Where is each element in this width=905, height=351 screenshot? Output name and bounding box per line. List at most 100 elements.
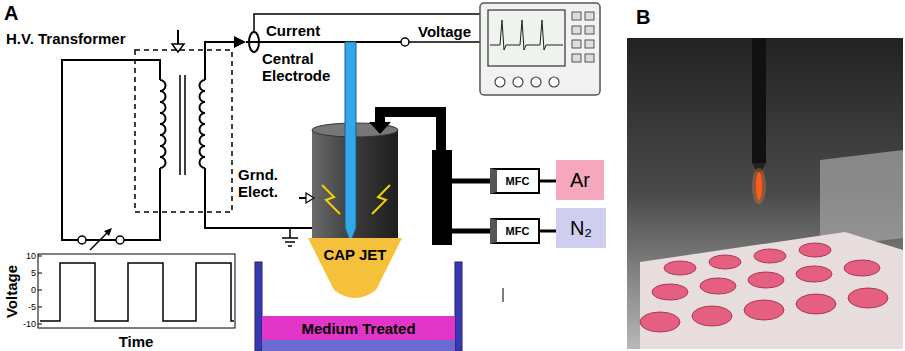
- mfc-box: MFC: [490, 168, 540, 194]
- oscilloscope-inputs: [495, 77, 559, 87]
- gas-feed-line: [452, 181, 490, 231]
- well: [652, 284, 688, 300]
- gas-arrowhead: [369, 122, 391, 134]
- pointer-arrow: [299, 197, 306, 199]
- axis-tick-label: -10: [23, 319, 36, 329]
- button: [585, 40, 594, 48]
- button: [585, 26, 594, 34]
- plot-frame: [38, 254, 235, 328]
- plate-lid: [820, 150, 903, 248]
- well: [796, 294, 836, 314]
- voltage-signal-wire: [409, 41, 480, 43]
- well: [640, 312, 680, 332]
- oscilloscope: [480, 3, 600, 95]
- well: [748, 272, 784, 288]
- axis-ticks: [38, 256, 42, 324]
- axis-title: Voltage: [4, 264, 21, 317]
- panel-letter: A: [4, 2, 18, 24]
- well: [799, 243, 831, 257]
- component-label: Grnd. Elect.: [238, 166, 296, 200]
- central-electrode: [345, 42, 356, 242]
- transformer-box: [135, 50, 232, 212]
- dish-wall: [255, 262, 262, 351]
- well: [844, 260, 880, 276]
- node-text: Ar: [570, 169, 590, 192]
- primary-coil: [160, 80, 166, 168]
- button: [572, 40, 581, 48]
- well: [664, 261, 696, 275]
- discharge-bolt: [372, 185, 390, 214]
- gas-cylinder-box: N₂: [556, 208, 606, 248]
- variable-resistor-arrowhead: [104, 228, 112, 236]
- well: [754, 249, 786, 263]
- well: [700, 278, 736, 294]
- gas-connector: [540, 180, 556, 183]
- well: [744, 300, 784, 320]
- dish-bottom: [262, 340, 455, 351]
- component-label: Central Electrode: [262, 50, 342, 84]
- axis-tick-label: -5: [28, 302, 36, 312]
- node-text: MFC: [506, 225, 530, 237]
- oscilloscope-screen: [488, 10, 565, 66]
- well: [692, 306, 732, 326]
- dish-wall: [455, 262, 462, 351]
- node-text: CAP JET: [323, 246, 386, 263]
- oscilloscope-buttons: [572, 12, 594, 62]
- discharge-bolt: [322, 185, 340, 214]
- stray-mark: [503, 288, 504, 302]
- gas-line: [380, 112, 441, 150]
- secondary-coil: [200, 80, 206, 168]
- signal-label: Voltage: [418, 23, 471, 40]
- input-jack: [513, 77, 523, 87]
- pointer-arrowhead: [306, 193, 314, 203]
- current-probe: [249, 32, 259, 52]
- mfc-box: MFC: [490, 218, 540, 244]
- pointer-arrowhead: [172, 44, 184, 52]
- ground-symbol: [282, 228, 298, 246]
- panel-letter: B: [636, 6, 650, 28]
- terminal: [78, 236, 86, 244]
- plasma-plume: [756, 172, 762, 200]
- well: [848, 288, 888, 308]
- current-direction-arrow: [234, 36, 246, 48]
- terminal: [116, 236, 124, 244]
- node-text: MFC: [506, 175, 530, 187]
- axis-tick-label: 5: [31, 268, 36, 278]
- gas-cylinder-box: Ar: [556, 160, 604, 200]
- axis-title: Time: [119, 333, 154, 350]
- button: [585, 54, 594, 62]
- treated-medium-band: Medium Treated: [262, 316, 455, 340]
- signal-label: Current: [266, 22, 320, 39]
- button: [585, 12, 594, 20]
- voltage-probe: [401, 38, 409, 46]
- jet-nozzle: [752, 38, 766, 163]
- gas-connector: [540, 230, 556, 233]
- wells: [640, 243, 888, 332]
- well: [796, 266, 832, 282]
- axis-tick-label: 0: [31, 285, 36, 295]
- component-label: H.V. Transformer: [6, 30, 126, 47]
- square-wave: [40, 263, 234, 321]
- oscilloscope-trace: [490, 20, 563, 50]
- node-text: Medium Treated: [301, 320, 415, 337]
- well: [709, 255, 741, 269]
- input-jack: [495, 77, 505, 87]
- button: [572, 26, 581, 34]
- plasma-glow: [752, 168, 766, 204]
- button: [572, 12, 581, 20]
- button: [572, 54, 581, 62]
- well-plate: [640, 232, 903, 349]
- input-jack: [531, 77, 541, 87]
- plasma-jet-cone: CAP JET: [302, 238, 408, 302]
- photo-background: [627, 38, 903, 349]
- gas-manifold: [432, 150, 452, 245]
- node-text: N₂: [570, 217, 592, 240]
- cone-shape: [308, 238, 402, 298]
- pointer-arrow: [177, 30, 179, 44]
- primary-wire: [62, 60, 160, 240]
- input-jack: [549, 77, 559, 87]
- axis-tick-label: 10: [26, 251, 36, 261]
